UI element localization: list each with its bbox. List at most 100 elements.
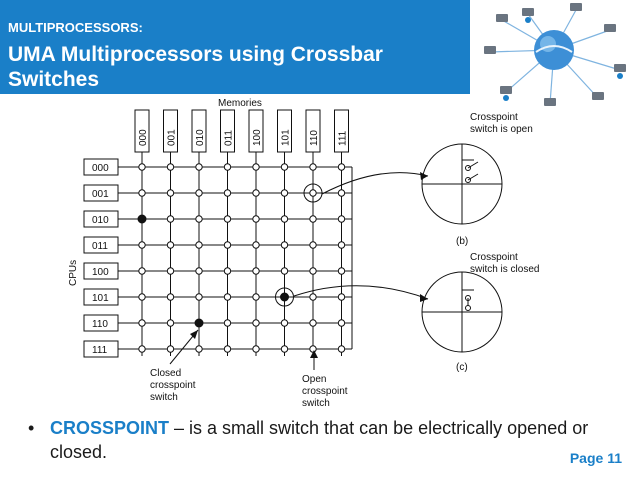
crosspoint-open (309, 345, 317, 353)
cpu-id-000: 000 (92, 163, 109, 174)
crosspoint-open (195, 215, 203, 223)
crosspoint-open (138, 241, 146, 249)
crosspoint-open (280, 267, 289, 275)
crosspoint-open (223, 345, 232, 353)
crosspoint-open (195, 241, 203, 249)
memory-id-101: 101 (281, 129, 292, 146)
crosspoint-open (138, 345, 146, 353)
slide-title: UMA Multiprocessors using Crossbar Switc… (8, 43, 383, 91)
crosspoint-open (223, 267, 232, 275)
label-c: (c) (456, 362, 468, 373)
memory-id-000: 000 (138, 129, 149, 146)
crosspoint-open (138, 267, 146, 275)
crosspoint-open (280, 215, 289, 223)
crosspoint-open (309, 189, 317, 197)
cpu-id-110: 110 (92, 319, 108, 330)
crosspoint-open (280, 241, 289, 249)
open-switch-detail: Crosspoint switch is open (b) (421, 112, 533, 247)
crosspoint-open (309, 241, 317, 249)
crosspoint-open (166, 345, 175, 353)
crosspoint-open (166, 241, 175, 249)
crosspoint-open (252, 215, 260, 223)
crosspoint-open (337, 267, 346, 275)
crosspoint-open (309, 215, 317, 223)
cpus-label: CPUs (68, 260, 79, 286)
crosspoint-open (252, 189, 260, 197)
memory-id-010: 010 (195, 129, 206, 146)
closed-callout-line1: Closed (150, 368, 181, 379)
open-callout-line3: switch (302, 398, 330, 409)
crosspoint-open (195, 345, 203, 353)
crosspoint-open (195, 293, 203, 301)
crosspoint-open (309, 293, 317, 301)
cpu-id-011: 011 (92, 241, 108, 252)
crosspoint-open (138, 189, 146, 197)
closed-annotation-line2: switch is closed (470, 264, 539, 275)
crosspoint-open (138, 293, 146, 301)
crosspoint-open (337, 189, 346, 197)
bullet-term: CROSSPOINT (50, 418, 170, 438)
crossbar-grid (118, 152, 353, 356)
crosspoint-open (195, 163, 203, 171)
crosspoint-open (252, 345, 260, 353)
crosspoint-open (309, 267, 317, 275)
bullet-dot-icon: • (28, 418, 35, 438)
crosspoint-open (252, 267, 260, 275)
crosspoint-closed (137, 214, 147, 224)
crosspoint-open (337, 215, 346, 223)
crosspoint-open (223, 319, 232, 327)
cpu-id-001: 001 (92, 189, 109, 200)
closed-annotation-line1: Crosspoint (470, 252, 518, 263)
cpu-id-100: 100 (92, 267, 109, 278)
crosspoint-open (223, 241, 232, 249)
memory-id-110: 110 (309, 130, 320, 146)
closed-detail-arrow (293, 285, 429, 300)
crosspoint-open (280, 319, 289, 327)
bullet-text-block: CROSSPOINT – is a small switch that can … (50, 416, 610, 464)
cpu-id-111: 111 (92, 345, 108, 356)
crosspoint-open (223, 293, 232, 301)
crosspoint-open (166, 293, 175, 301)
crosspoint-open (280, 345, 289, 353)
open-annotation-line2: switch is open (470, 124, 533, 135)
crosspoint-open (223, 163, 232, 171)
crosspoint-open (195, 189, 203, 197)
crosspoint-open (166, 163, 175, 171)
crosspoint-open (337, 241, 346, 249)
crosspoint-closed (280, 292, 289, 302)
open-detail-arrow (321, 172, 429, 195)
bullet-definition: – is a small switch that can be electric… (50, 418, 589, 462)
highlighted-crosspoint-ring (303, 183, 323, 203)
crosspoint-open (337, 319, 346, 327)
crosspoint-open (337, 163, 346, 171)
crosspoint-open (223, 215, 232, 223)
crossbar-diagram: Memories CPUs 000 001 010 011 100 101 110 111 0… (68, 98, 539, 409)
crosspoint-open (166, 267, 175, 275)
closed-callout-line2: crosspoint (150, 380, 196, 391)
crosspoint-open (252, 293, 260, 301)
memories-label: Memories (218, 98, 262, 109)
crosspoint-open (309, 319, 317, 327)
closed-switch-detail: Crosspoint switch is closed (c) (421, 252, 539, 373)
network-globe-icon (484, 3, 626, 106)
header-band (0, 0, 470, 94)
memory-id-111: 111 (338, 130, 349, 146)
crosspoint-open (166, 215, 175, 223)
memory-id-011: 011 (224, 130, 235, 146)
crosspoint-open (252, 319, 260, 327)
crosspoint-open (138, 163, 146, 171)
crosspoint-open (195, 267, 203, 275)
open-callout-line1: Open (302, 374, 326, 385)
crosspoint-open (280, 189, 289, 197)
open-annotation-line1: Crosspoint (470, 112, 518, 123)
label-b: (b) (456, 236, 468, 247)
cpu-id-101: 101 (92, 293, 109, 304)
crosspoint-nodes (137, 163, 346, 353)
memory-id-100: 100 (252, 129, 263, 146)
highlighted-crosspoint-ring (275, 287, 294, 307)
closed-callout-line3: switch (150, 392, 178, 403)
crosspoint-open (223, 189, 232, 197)
crosspoint-open (166, 319, 175, 327)
